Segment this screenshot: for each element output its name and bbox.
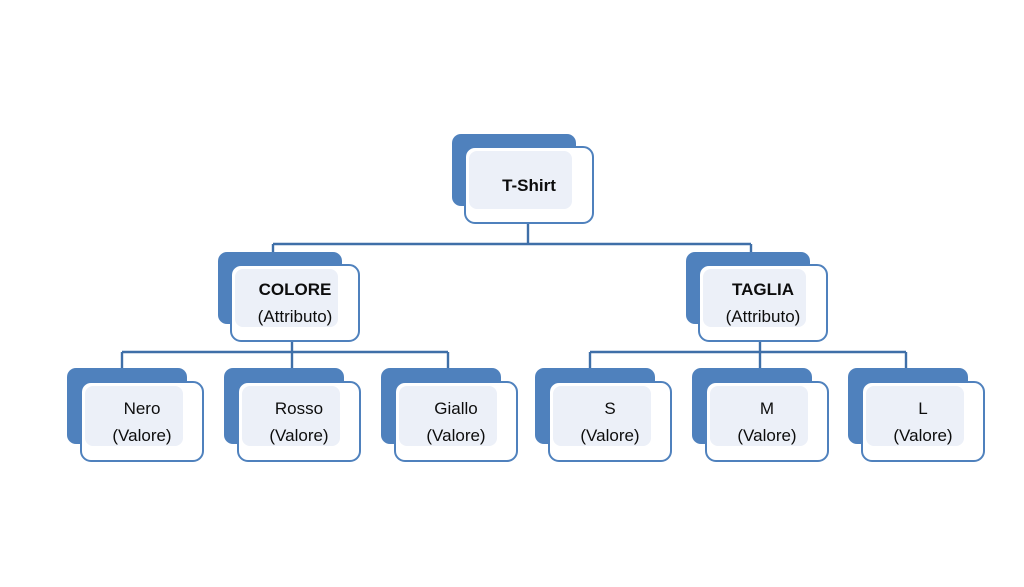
node-value-rosso[interactable]: Rosso (Valore) — [224, 368, 361, 462]
node-inner-fill — [469, 151, 572, 209]
node-root-t-shirt[interactable]: T-Shirt — [452, 134, 594, 224]
node-inner-fill — [710, 386, 808, 446]
node-attribute-taglia[interactable]: TAGLIA (Attributo) — [686, 252, 828, 342]
node-inner-fill — [242, 386, 340, 446]
node-inner-fill — [866, 386, 964, 446]
node-inner-fill — [235, 269, 338, 327]
node-value-m[interactable]: M (Valore) — [692, 368, 829, 462]
node-value-nero[interactable]: Nero (Valore) — [67, 368, 204, 462]
node-value-giallo[interactable]: Giallo (Valore) — [381, 368, 518, 462]
node-value-l[interactable]: L (Valore) — [848, 368, 985, 462]
node-attribute-colore[interactable]: COLORE (Attributo) — [218, 252, 360, 342]
node-inner-fill — [399, 386, 497, 446]
node-inner-fill — [85, 386, 183, 446]
node-inner-fill — [703, 269, 806, 327]
node-inner-fill — [553, 386, 651, 446]
node-value-s[interactable]: S (Valore) — [535, 368, 672, 462]
